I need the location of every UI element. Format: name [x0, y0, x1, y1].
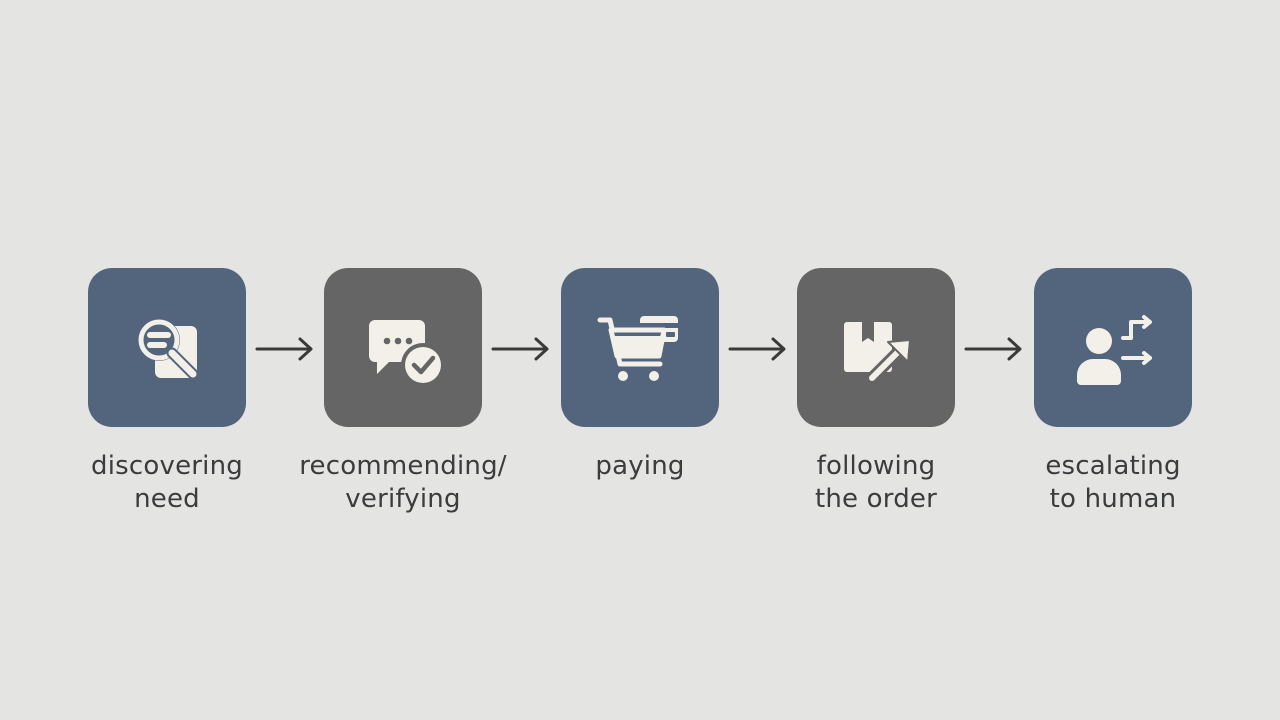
- step-label: discovering need: [28, 450, 306, 516]
- step-label-line1: discovering: [91, 451, 243, 481]
- step-tile: [797, 268, 955, 427]
- step-label-line1: following: [816, 451, 936, 481]
- step-escalating-to-human: escalating to human: [1034, 268, 1192, 514]
- step-label-line2: verifying: [345, 484, 461, 514]
- right-arrow-icon: [964, 333, 1024, 365]
- step-tile: [88, 268, 246, 427]
- step-tile: [561, 268, 719, 427]
- right-arrow-icon: [255, 333, 315, 365]
- step-following-the-order: following the order: [797, 268, 955, 514]
- step-label: escalating to human: [974, 450, 1252, 516]
- step-paying: paying: [561, 268, 719, 481]
- chat-check-icon: [369, 319, 445, 387]
- step-label-line1: recommending/: [299, 451, 507, 481]
- right-arrow-icon: [491, 333, 551, 365]
- step-discovering-need: discovering need: [88, 268, 246, 514]
- search-document-icon: [138, 318, 199, 379]
- step-label-line1: escalating: [1045, 451, 1181, 481]
- step-label: paying: [501, 450, 779, 483]
- package-arrow-icon: [844, 321, 911, 384]
- step-label-line2: to human: [1049, 484, 1177, 514]
- cart-card-icon: [597, 315, 678, 381]
- step-tile: [324, 268, 482, 427]
- step-recommending-verifying: recommending/ verifying: [299, 268, 507, 514]
- step-label-line2: need: [134, 484, 200, 514]
- step-tile: [1034, 268, 1192, 427]
- step-label-line2: the order: [814, 484, 938, 514]
- step-label: recommending/ verifying: [264, 450, 542, 516]
- right-arrow-icon: [728, 333, 788, 365]
- person-escalate-icon: [1077, 314, 1152, 385]
- step-label-line1: paying: [595, 451, 685, 481]
- step-label: following the order: [737, 450, 1015, 516]
